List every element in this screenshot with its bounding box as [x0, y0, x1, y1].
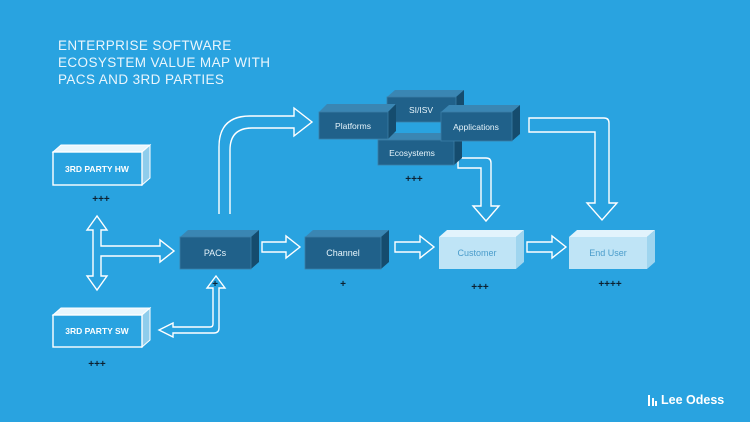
platforms-node: Platforms	[318, 104, 396, 140]
third-party-sw-node: 3RD PARTY SW	[51, 306, 152, 349]
sw-rating: +++	[88, 359, 106, 370]
customer-node: Customer	[439, 230, 524, 269]
channel-label: Channel	[326, 248, 360, 258]
ecosystems-node: Ecosystems	[377, 133, 462, 166]
third-party-hw-label: 3RD PARTY HW	[65, 164, 130, 174]
hw-sw-connector-arrow	[85, 214, 176, 292]
third-party-hw-node: 3RD PARTY HW	[51, 143, 152, 187]
end-user-rating: ++++	[598, 279, 622, 290]
applications-node: Applications	[440, 105, 520, 142]
si-isv-label: SI/ISV	[409, 105, 433, 115]
pacs-label: PACs	[204, 248, 227, 258]
bars-logo-icon	[648, 394, 657, 406]
diagram-title: ENTERPRISE SOFTWARE ECOSYSTEM VALUE MAP …	[58, 37, 318, 88]
cluster-rating: +++	[405, 174, 423, 185]
hw-rating: +++	[92, 194, 110, 205]
brand-logo: Lee Odess	[648, 393, 724, 407]
title-line-3: PACS AND 3RD PARTIES	[58, 72, 225, 87]
channel-node: Channel	[304, 230, 389, 270]
third-party-sw-label: 3RD PARTY SW	[65, 326, 129, 336]
cluster-to-customer-arrow	[457, 157, 501, 223]
sw-to-pacs-arrow	[157, 274, 227, 339]
pacs-to-channel-arrow	[261, 234, 302, 260]
customer-label: Customer	[457, 248, 496, 258]
brand-name: Lee Odess	[661, 393, 725, 407]
customer-to-enduser-arrow	[526, 234, 568, 260]
channel-rating: +	[340, 279, 346, 290]
customer-rating: +++	[471, 282, 489, 293]
title-line-2: ECOSYSTEM VALUE MAP WITH	[58, 55, 271, 70]
pacs-rating: +	[212, 279, 218, 290]
pacs-to-platforms-arrow	[218, 106, 314, 214]
applications-to-enduser-arrow	[528, 117, 619, 222]
title-line-1: ENTERPRISE SOFTWARE	[58, 38, 232, 53]
end-user-node: End User	[569, 230, 655, 269]
platforms-label: Platforms	[335, 121, 371, 131]
pacs-node: PACs	[179, 230, 259, 270]
ecosystems-label: Ecosystems	[389, 148, 435, 158]
end-user-label: End User	[589, 248, 627, 258]
channel-to-customer-arrow	[394, 234, 436, 260]
applications-label: Applications	[453, 122, 499, 132]
